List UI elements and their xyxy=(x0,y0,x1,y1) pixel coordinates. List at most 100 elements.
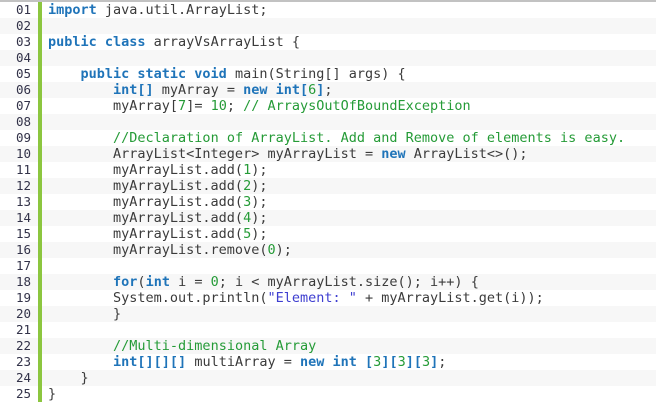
code-token: [ xyxy=(365,354,374,370)
code-line[interactable]: 11 myArrayList.add(1); xyxy=(0,162,656,178)
code-token: } xyxy=(48,386,57,402)
code-line[interactable]: 20 } xyxy=(0,306,656,322)
code-line[interactable]: 17 xyxy=(0,258,656,274)
code-token: 3 xyxy=(243,194,252,210)
line-number: 19 xyxy=(15,290,31,305)
code-token: arrayVsArrayList { xyxy=(145,34,300,50)
code-token: myArrayList.remove( xyxy=(48,242,268,258)
code-token: ] xyxy=(430,354,439,370)
code-token: myArrayList.add( xyxy=(48,210,244,226)
code-line[interactable]: 15 myArrayList.add(5); xyxy=(0,226,656,242)
code-token: //Declaration of ArrayList. Add and Remo… xyxy=(113,130,626,146)
line-number: 18 xyxy=(15,274,31,289)
line-number: 08 xyxy=(15,114,31,129)
code-token xyxy=(48,274,113,290)
code-token xyxy=(48,130,113,146)
code-line[interactable]: 22 //Multi-dimensional Array xyxy=(0,338,656,354)
code-token: 0 xyxy=(267,242,276,258)
code-line[interactable]: 03 public class arrayVsArrayList { xyxy=(0,34,656,50)
line-number: 12 xyxy=(15,178,31,193)
line-number: 04 xyxy=(15,50,31,65)
code-line[interactable]: 25} xyxy=(0,386,656,402)
code-token: ); xyxy=(251,194,268,210)
gutter-separator xyxy=(38,18,42,34)
code-content: myArray[7]= 10; // ArraysOutOfBoundExcep… xyxy=(42,98,656,114)
code-token: ); xyxy=(275,242,292,258)
code-token: int[] xyxy=(113,82,154,98)
line-number: 21 xyxy=(15,322,31,337)
code-line[interactable]: 18 for(int i = 0; i < myArrayList.size()… xyxy=(0,274,656,290)
code-token: 6 xyxy=(308,82,317,98)
code-content xyxy=(42,18,656,34)
code-token: ][ xyxy=(405,354,422,370)
code-token: new int[ xyxy=(243,82,309,98)
line-number: 09 xyxy=(15,130,31,145)
gutter-separator xyxy=(38,146,42,162)
code-token: new xyxy=(381,146,406,162)
code-token: 1 xyxy=(243,162,252,178)
code-line[interactable]: 09 //Declaration of ArrayList. Add and R… xyxy=(0,130,656,146)
code-content: for(int i = 0; i < myArrayList.size(); i… xyxy=(42,274,656,290)
code-token: java.util.ArrayList; xyxy=(96,2,268,18)
code-token: } xyxy=(48,370,89,386)
code-token: ; i < myArrayList.size(); i++) { xyxy=(218,274,479,290)
code-line[interactable]: 14 myArrayList.add(4); xyxy=(0,210,656,226)
code-token xyxy=(48,82,113,98)
line-number: 03 xyxy=(15,34,31,49)
code-token: "Element: " xyxy=(267,290,357,306)
code-token: ][ xyxy=(381,354,398,370)
code-token: ); xyxy=(251,178,268,194)
code-line[interactable]: 07 myArray[7]= 10; // ArraysOutOfBoundEx… xyxy=(0,98,656,114)
code-token: myArrayList.add( xyxy=(48,226,244,242)
code-content: myArrayList.remove(0); xyxy=(42,242,656,258)
code-content: myArrayList.add(2); xyxy=(42,178,656,194)
gutter-separator xyxy=(38,258,42,274)
code-content xyxy=(42,114,656,130)
code-content xyxy=(42,50,656,66)
code-line[interactable]: 08 xyxy=(0,114,656,130)
gutter-separator xyxy=(38,354,42,370)
code-line[interactable]: 04 xyxy=(0,50,656,66)
code-token xyxy=(48,354,113,370)
code-line[interactable]: 21 xyxy=(0,322,656,338)
gutter-separator xyxy=(38,386,42,402)
code-content: myArrayList.add(3); xyxy=(42,194,656,210)
code-token: public static void xyxy=(80,66,227,82)
code-content: import java.util.ArrayList; xyxy=(42,2,656,18)
code-token: public class xyxy=(48,34,146,50)
code-line[interactable]: 23 int[][][] multiArray = new int [3][3]… xyxy=(0,354,656,370)
code-line[interactable]: 02 xyxy=(0,18,656,34)
code-line[interactable]: 05 public static void main(String[] args… xyxy=(0,66,656,82)
code-token: ; xyxy=(226,98,244,114)
code-token: multiArray = xyxy=(186,354,300,370)
line-number: 05 xyxy=(15,66,31,81)
code-line[interactable]: 16 myArrayList.remove(0); xyxy=(0,242,656,258)
code-token: System.out.println( xyxy=(48,290,268,306)
code-token: ); xyxy=(251,162,268,178)
code-content xyxy=(42,322,656,338)
gutter-separator xyxy=(38,338,42,354)
code-token: 10 xyxy=(210,98,227,114)
line-number: 23 xyxy=(15,354,31,369)
code-token: 5 xyxy=(243,226,252,242)
code-line[interactable]: 19 System.out.println("Element: " + myAr… xyxy=(0,290,656,306)
code-token: } xyxy=(48,306,122,322)
code-token: import xyxy=(48,2,97,18)
code-token: int[][][] xyxy=(113,354,187,370)
code-content: //Declaration of ArrayList. Add and Remo… xyxy=(42,130,656,146)
code-line[interactable]: 12 myArrayList.add(2); xyxy=(0,178,656,194)
gutter-separator xyxy=(38,82,42,98)
line-number: 13 xyxy=(15,194,31,209)
code-token: 3 xyxy=(373,354,382,370)
code-token xyxy=(48,338,113,354)
code-line[interactable]: 10 ArrayList<Integer> myArrayList = new … xyxy=(0,146,656,162)
code-line[interactable]: 24 } xyxy=(0,370,656,386)
code-line[interactable]: 06 int[] myArray = new int[6]; xyxy=(0,82,656,98)
code-token: 4 xyxy=(243,210,252,226)
line-number: 20 xyxy=(15,306,31,321)
code-token: //Multi-dimensional Array xyxy=(113,338,317,354)
code-line[interactable]: 13 myArrayList.add(3); xyxy=(0,194,656,210)
gutter-separator xyxy=(38,322,42,338)
